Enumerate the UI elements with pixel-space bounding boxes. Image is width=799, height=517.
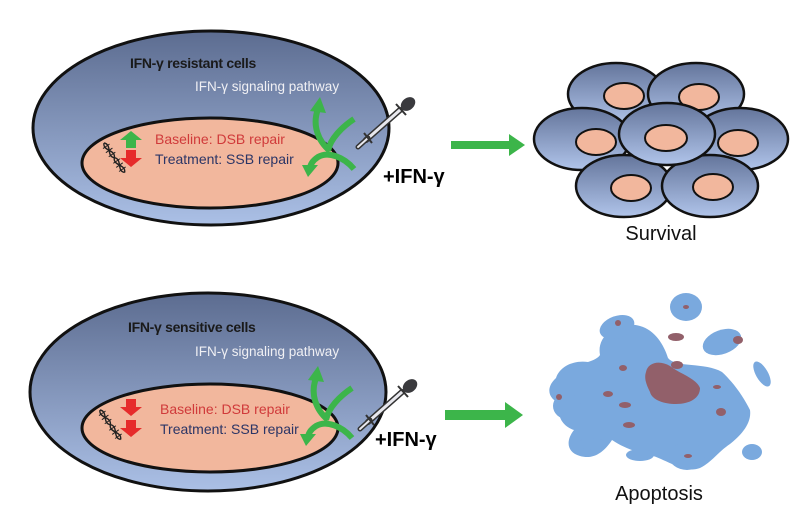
apoptotic-body bbox=[599, 314, 635, 340]
apoptotic-body bbox=[702, 328, 742, 356]
sensitive-cell-title: IFN-γ sensitive cells bbox=[128, 319, 256, 335]
apoptotic-fragment bbox=[716, 408, 726, 416]
apoptotic-fragment bbox=[619, 365, 627, 371]
resistant-ifn-add-label: +IFN-γ bbox=[383, 166, 446, 188]
apoptotic-fragment bbox=[645, 362, 700, 404]
resistant-baseline-label: Baseline: DSB repair bbox=[155, 131, 285, 147]
arrow-right-icon bbox=[451, 134, 525, 156]
resistant-treatment-label: Treatment: SSB repair bbox=[155, 151, 294, 167]
survival-label: Survival bbox=[625, 223, 696, 245]
apoptotic-fragment bbox=[683, 305, 689, 309]
apoptotic-body bbox=[578, 438, 606, 450]
apoptotic-body bbox=[742, 444, 762, 460]
cell-nucleus bbox=[575, 128, 617, 156]
apoptotic-fragment bbox=[671, 361, 683, 369]
apoptotic-fragment bbox=[668, 333, 684, 341]
apoptotic-fragment bbox=[615, 320, 621, 326]
apoptotic-fragment bbox=[733, 336, 743, 344]
sensitive-panel: IFN-γ sensitive cells IFN-γ signaling pa… bbox=[28, 291, 771, 505]
survival-cell-cluster bbox=[532, 61, 790, 219]
resistant-cell-nucleus bbox=[80, 116, 340, 210]
apoptotic-fragment bbox=[556, 394, 562, 400]
cell-nucleus bbox=[603, 82, 645, 110]
apoptotic-fragment bbox=[603, 391, 613, 397]
sensitive-ifn-add-label: +IFN-γ bbox=[375, 429, 438, 451]
apoptotic-body bbox=[549, 324, 751, 470]
sensitive-pathway-label: IFN-γ signaling pathway bbox=[195, 344, 339, 359]
apoptotic-fragment bbox=[713, 385, 721, 389]
apoptotic-cell bbox=[549, 293, 771, 470]
cell-nucleus bbox=[717, 129, 759, 157]
resistant-pathway-label: IFN-γ signaling pathway bbox=[195, 79, 339, 94]
resistant-cell-title: IFN-γ resistant cells bbox=[130, 55, 256, 71]
apoptotic-body bbox=[753, 361, 771, 387]
apoptotic-body bbox=[626, 449, 654, 461]
sensitive-baseline-label: Baseline: DSB repair bbox=[160, 401, 290, 417]
apoptotic-fragment bbox=[619, 402, 631, 408]
resistant-panel: IFN-γ resistant cells IFN-γ signaling pa… bbox=[31, 29, 790, 245]
cell-nucleus bbox=[644, 124, 688, 152]
apoptosis-label: Apoptosis bbox=[615, 483, 703, 505]
apoptotic-fragment bbox=[684, 454, 692, 458]
cell-nucleus bbox=[692, 173, 734, 201]
cell-nucleus bbox=[610, 174, 652, 202]
arrow-right-icon bbox=[445, 402, 523, 428]
apoptotic-fragment bbox=[623, 422, 635, 428]
sensitive-treatment-label: Treatment: SSB repair bbox=[160, 421, 299, 437]
